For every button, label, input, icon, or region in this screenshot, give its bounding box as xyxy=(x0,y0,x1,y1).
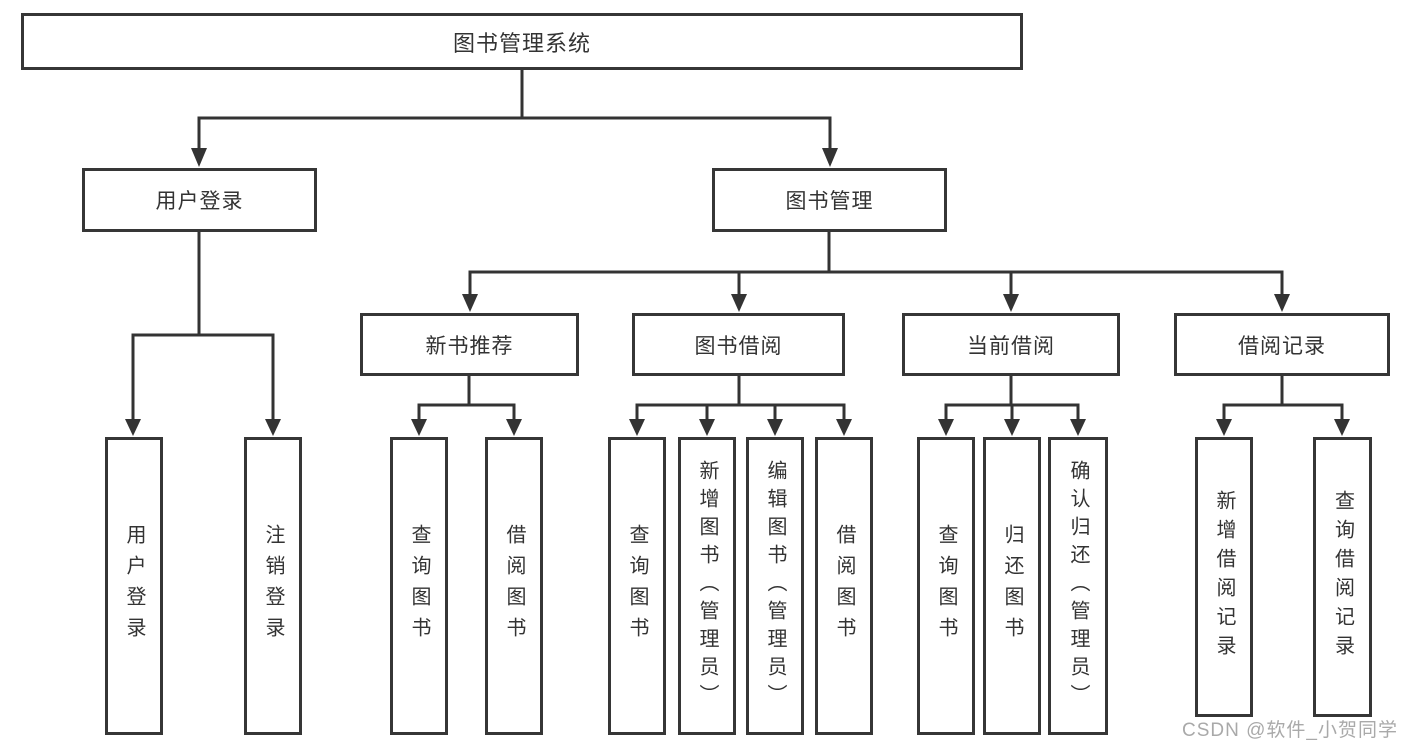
leaf-user-login-label: 用户登录 xyxy=(123,524,145,648)
csdn-watermark: CSDN @软件_小贺同学 xyxy=(1182,720,1398,741)
node-new-book-recommend: 新书推荐 xyxy=(360,313,579,376)
leaf-current-return: 归还图书 xyxy=(983,437,1041,735)
leaf-borrow-add-admin-label: 新增图书（管理员） xyxy=(696,460,718,712)
node-borrow-record: 借阅记录 xyxy=(1174,313,1390,376)
leaf-logout: 注销登录 xyxy=(244,437,302,735)
leaf-record-query-label: 查询借阅记录 xyxy=(1331,490,1354,664)
node-current-borrow-label: 当前借阅 xyxy=(967,334,1055,358)
node-book-borrow: 图书借阅 xyxy=(632,313,845,376)
leaf-borrow-borrow: 借阅图书 xyxy=(815,437,873,735)
leaf-borrow-edit-admin-label: 编辑图书（管理员） xyxy=(764,460,786,712)
leaf-newbook-borrow-label: 借阅图书 xyxy=(503,524,525,648)
leaf-record-add-label: 新增借阅记录 xyxy=(1213,490,1235,664)
arrowheads xyxy=(125,148,1350,436)
node-new-book-recommend-label: 新书推荐 xyxy=(425,334,514,358)
leaf-current-query: 查询图书 xyxy=(917,437,975,735)
node-book-management-label: 图书管理 xyxy=(785,190,874,213)
leaf-current-confirm-admin-label: 确认归还（管理员） xyxy=(1067,460,1089,712)
connector-user-login xyxy=(131,232,275,421)
leaf-borrow-query: 查询图书 xyxy=(608,437,666,735)
connector-root xyxy=(197,68,832,150)
leaf-newbook-borrow: 借阅图书 xyxy=(485,437,543,735)
node-root-label: 图书管理系统 xyxy=(452,30,591,56)
node-user-login: 用户登录 xyxy=(82,168,317,232)
connector-current-borrow xyxy=(944,376,1080,421)
leaf-current-query-label: 查询图书 xyxy=(935,524,957,648)
leaf-newbook-query-label: 查询图书 xyxy=(408,524,430,648)
connector-borrow-record xyxy=(1222,376,1344,421)
leaf-record-add: 新增借阅记录 xyxy=(1195,437,1253,717)
leaf-borrow-add-admin: 新增图书（管理员） xyxy=(678,437,736,735)
leaf-borrow-query-label: 查询图书 xyxy=(626,524,648,648)
connector-book-management xyxy=(468,232,1284,296)
leaf-current-return-label: 归还图书 xyxy=(1001,524,1023,648)
node-root: 图书管理系统 xyxy=(21,13,1023,70)
node-current-borrow: 当前借阅 xyxy=(902,313,1120,376)
node-user-login-label: 用户登录 xyxy=(155,190,244,213)
node-book-borrow-label: 图书借阅 xyxy=(694,334,783,358)
leaf-borrow-edit-admin: 编辑图书（管理员） xyxy=(746,437,804,735)
leaf-logout-label: 注销登录 xyxy=(262,524,284,648)
node-book-management: 图书管理 xyxy=(712,168,947,232)
leaf-newbook-query: 查询图书 xyxy=(390,437,448,735)
leaf-record-query: 查询借阅记录 xyxy=(1313,437,1372,717)
leaf-current-confirm-admin: 确认归还（管理员） xyxy=(1048,437,1108,735)
connector-book-borrow xyxy=(635,376,846,421)
leaf-borrow-borrow-label: 借阅图书 xyxy=(833,524,855,648)
leaf-user-login: 用户登录 xyxy=(105,437,163,735)
node-borrow-record-label: 借阅记录 xyxy=(1238,334,1326,358)
connector-new-book xyxy=(417,376,516,421)
